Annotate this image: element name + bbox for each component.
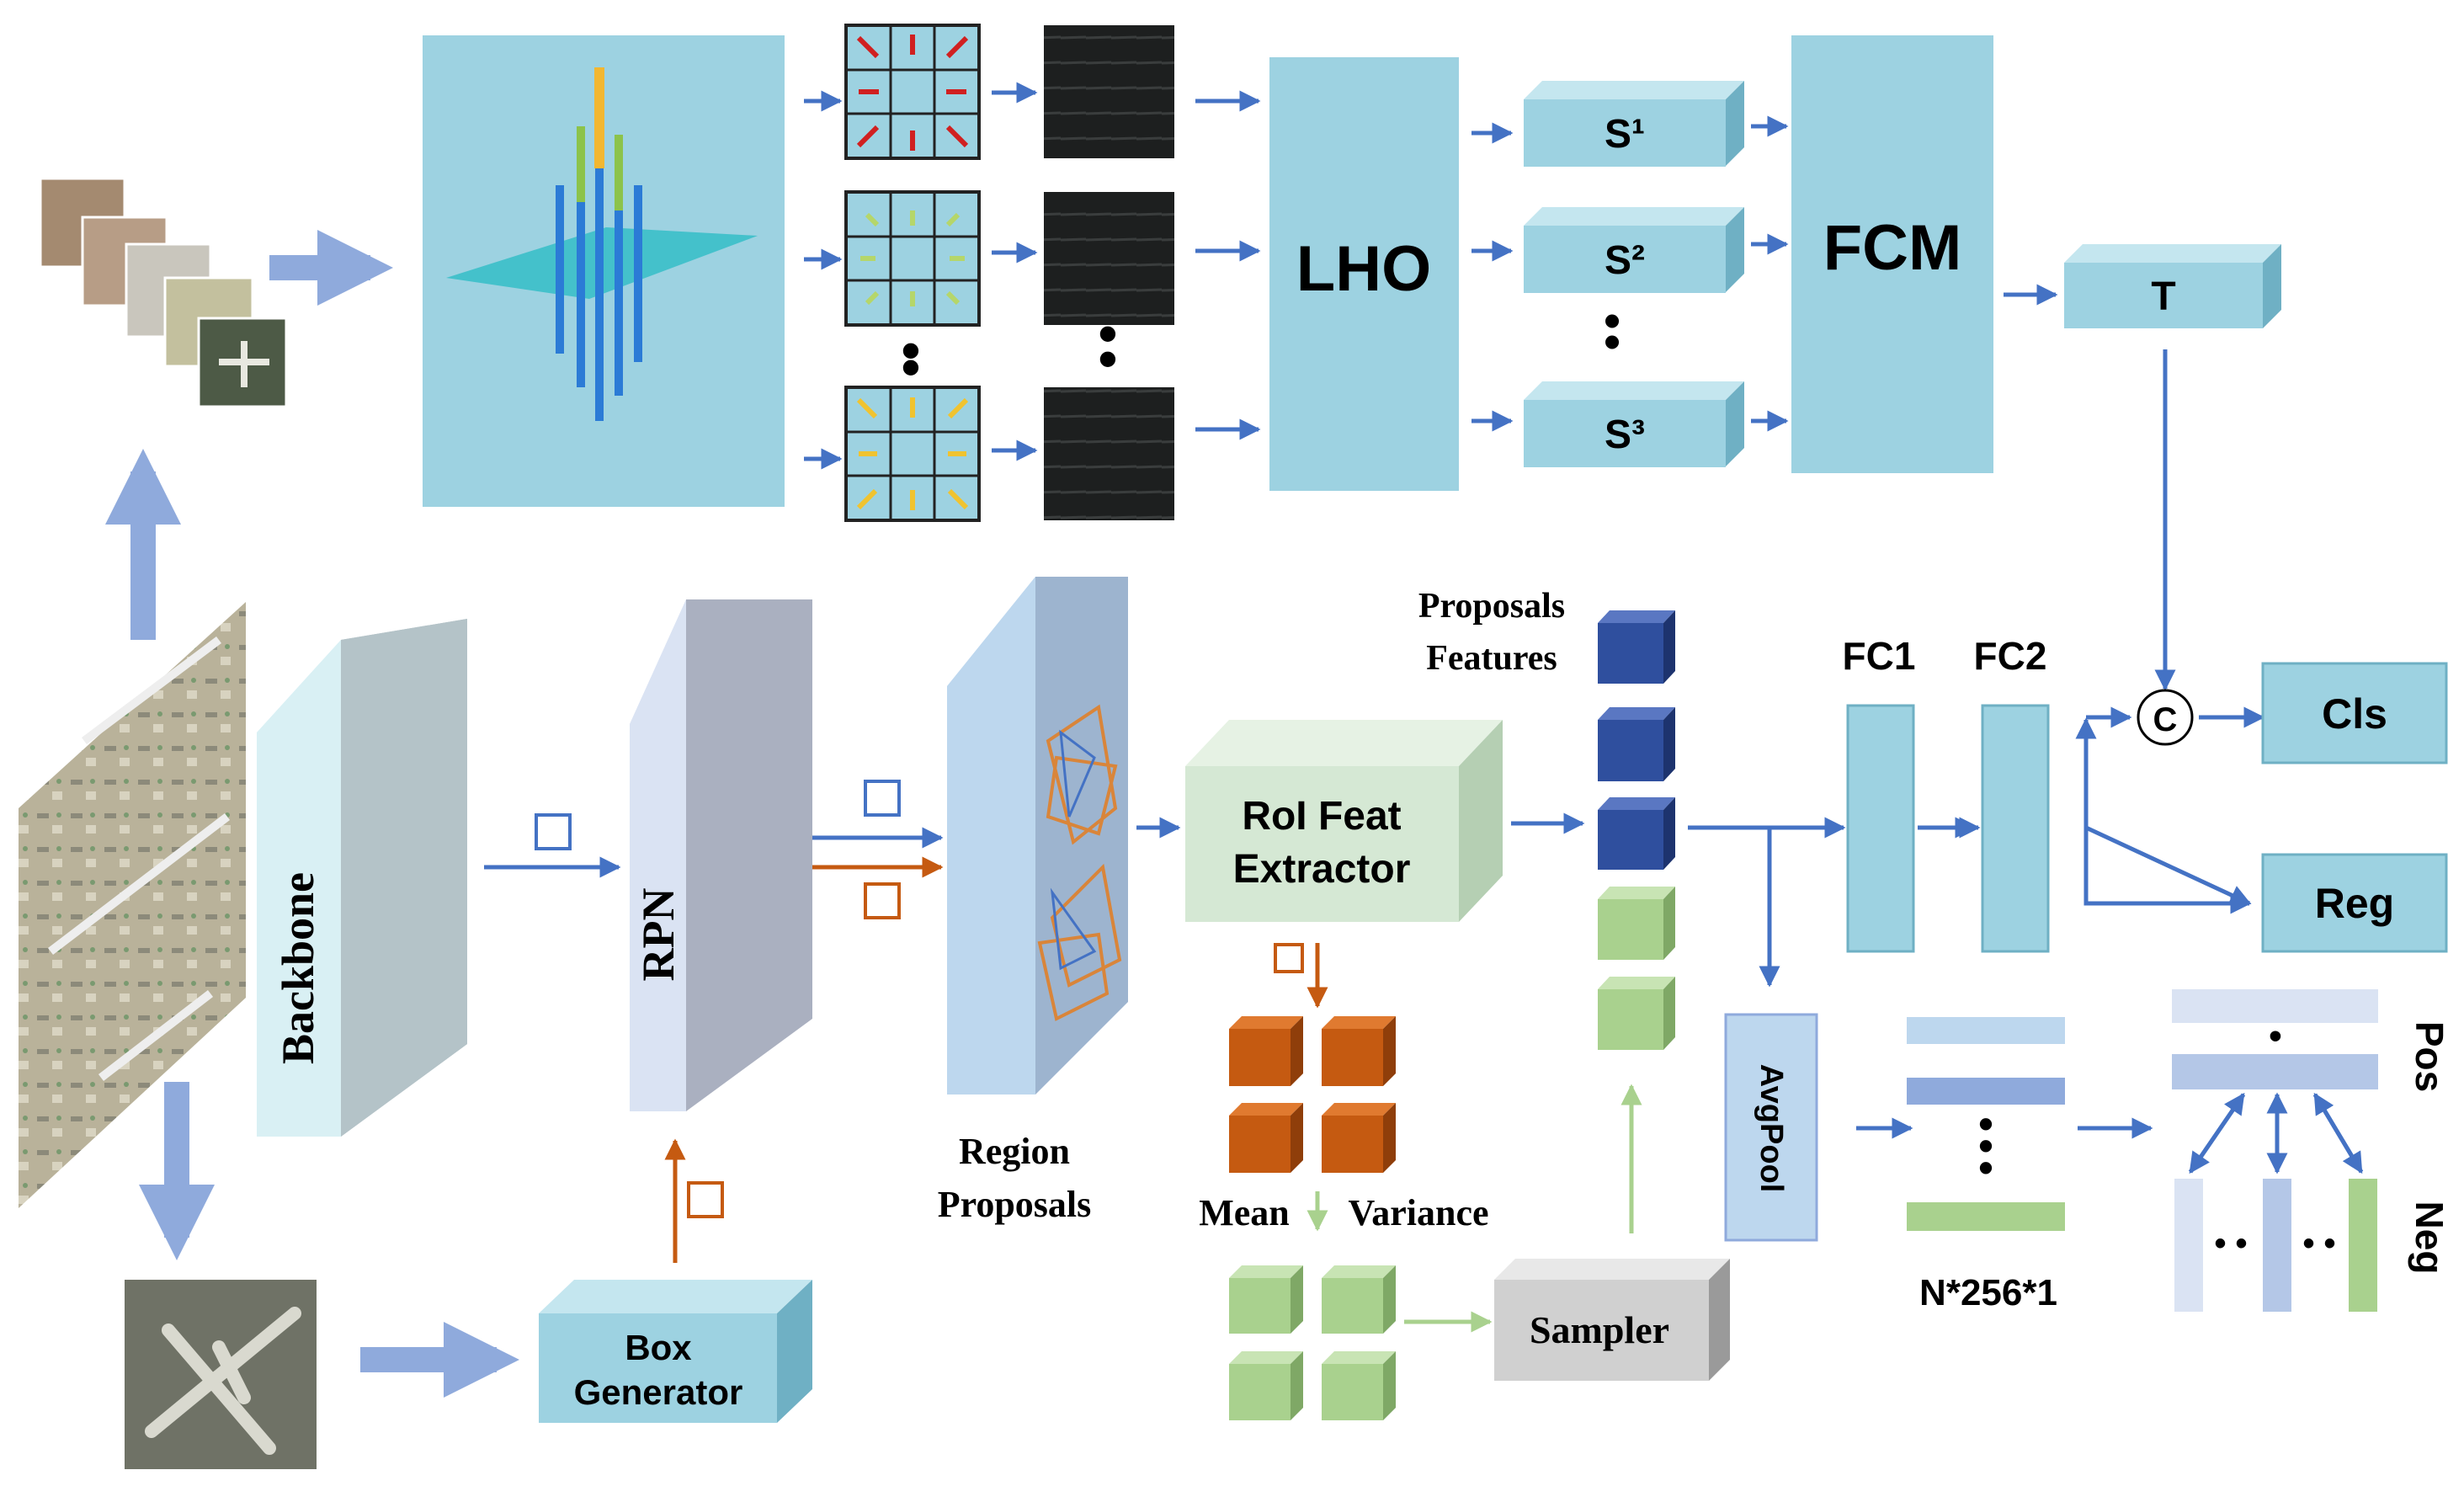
svg-text:FC2: FC2 (1974, 634, 2047, 678)
fc1-block: FC1 (1843, 634, 1916, 953)
backbone-label: Backbone (273, 872, 323, 1064)
rpn-block: RPN (630, 599, 812, 1111)
svg-text:Generator: Generator (574, 1372, 743, 1412)
svg-text:• •: • • (2302, 1225, 2335, 1262)
sampler-block: Sampler (1494, 1259, 1730, 1381)
n256-label: N*256*1 (1919, 1272, 2057, 1313)
svg-text:•: • (1978, 1100, 1993, 1148)
svg-text:Sampler: Sampler (1530, 1308, 1669, 1351)
reg-block: Reg (2261, 853, 2448, 953)
backbone-block: Backbone (257, 619, 467, 1137)
vertical-dots-s: • • (1604, 294, 1620, 368)
contrastive-arrows (2188, 1092, 2364, 1174)
variance-label: Variance (1348, 1192, 1488, 1233)
concat-node: C (2137, 689, 2194, 746)
avgpool-block: AvgPool (1724, 1013, 1818, 1242)
s3-block: S³ (1524, 381, 1744, 467)
direction-kernel-3 (844, 386, 981, 522)
s2-block: S² (1524, 207, 1744, 293)
svg-text:Box: Box (625, 1328, 692, 1367)
direction-kernel-1 (844, 24, 981, 160)
svg-text:•: • (1604, 315, 1620, 368)
svg-text:AvgPool: AvgPool (1754, 1064, 1789, 1193)
svg-text:•: • (1604, 294, 1620, 347)
box-symbols (535, 780, 1304, 1218)
svg-text:S³: S³ (1605, 413, 1645, 457)
fc2-block: FC2 (1974, 634, 2050, 953)
svg-text:S¹: S¹ (1605, 112, 1645, 157)
region-proposals-block (947, 577, 1128, 1095)
feature-map-dark-2 (1044, 192, 1174, 325)
lho-block: LHO (1269, 57, 1459, 491)
fcm-label: FCM (1823, 212, 1962, 284)
svg-text:• •: • • (2214, 1225, 2247, 1262)
top-arrows (804, 82, 2176, 691)
pos-label: Pos (2408, 1021, 2451, 1092)
contrastive-group: • • • • • Pos Neg (2172, 989, 2451, 1312)
proposal-feature-cubes (1598, 610, 1675, 1050)
flow-arrows-light (105, 230, 519, 1398)
vertical-dots-top: • • • • (902, 303, 1117, 397)
feature-map-dark-1 (1044, 25, 1174, 158)
region-proposals-label: Region Proposals (938, 1131, 1092, 1225)
svg-text:FC1: FC1 (1843, 634, 1916, 678)
roi-feat-extractor-block: RoI Feat Extractor (1185, 720, 1503, 922)
svg-text:Region: Region (959, 1131, 1070, 1172)
svg-text:Cls: Cls (2322, 690, 2387, 738)
svg-text:Features: Features (1426, 639, 1557, 678)
svg-text:•: • (902, 337, 920, 397)
green-cubes (1229, 1265, 1396, 1420)
svg-text:Proposals: Proposals (1418, 587, 1565, 626)
lho-label: LHO (1296, 233, 1431, 305)
orange-cubes (1229, 1016, 1396, 1173)
svg-text:Reg: Reg (2315, 880, 2394, 927)
svg-text:•: • (2269, 1015, 2281, 1057)
svg-text:•: • (1978, 1144, 1993, 1191)
feature-map-dark-3 (1044, 387, 1174, 520)
mean-variance-labels: Mean Variance (1199, 1192, 1488, 1233)
mean-label: Mean (1199, 1192, 1290, 1233)
airplane-image (125, 1280, 317, 1469)
s1-block: S¹ (1524, 81, 1744, 167)
3d-response-plot (423, 35, 785, 507)
cls-block: Cls (2261, 662, 2448, 764)
proposals-features-label: Proposals Features (1418, 587, 1565, 678)
svg-text:•: • (1099, 328, 1117, 389)
pooled-vectors: • • • N*256*1 (1907, 1017, 2065, 1313)
neg-label: Neg (2408, 1201, 2451, 1275)
svg-text:C: C (2153, 701, 2178, 738)
box-generator-block: Box Generator (539, 1280, 812, 1423)
fcm-block: FCM (1791, 35, 1993, 473)
svg-text:RoI Feat: RoI Feat (1242, 794, 1401, 839)
svg-text:Extractor: Extractor (1233, 847, 1411, 892)
svg-text:Proposals: Proposals (938, 1184, 1092, 1225)
svg-text:S²: S² (1605, 238, 1645, 283)
svg-text:T: T (2151, 274, 2175, 319)
rpn-label: RPN (633, 888, 684, 982)
green-arrows (1307, 1084, 1642, 1333)
orange-arrows (664, 856, 1328, 1263)
reg-connector (2083, 828, 2252, 914)
large-aerial-image (19, 602, 246, 1208)
t-block: T (2064, 244, 2281, 328)
svg-text:•: • (1099, 303, 1117, 364)
sample-image-stack (39, 177, 288, 408)
svg-text:•: • (902, 320, 920, 381)
direction-kernel-2 (844, 190, 981, 327)
svg-text:•: • (1978, 1122, 1993, 1169)
